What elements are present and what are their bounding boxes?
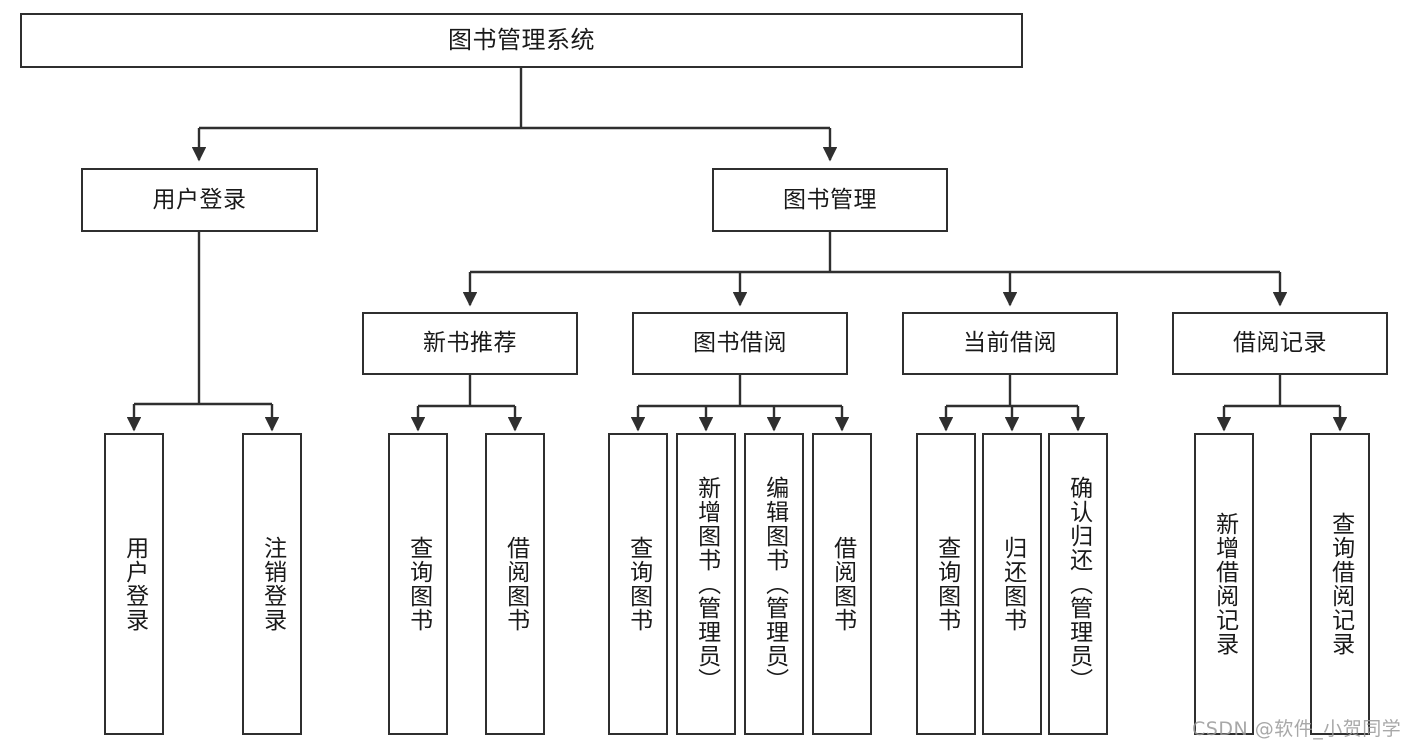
node-label: 用户登录 bbox=[152, 186, 247, 213]
leaf-label: 查询图书 bbox=[625, 536, 652, 632]
leaf-label: 借阅图书 bbox=[829, 536, 856, 632]
leaf-recommend-query-book[interactable]: 查询图书 bbox=[388, 433, 448, 735]
leaf-label: 查询图书 bbox=[933, 536, 960, 632]
leaf-user-logout[interactable]: 注销登录 bbox=[242, 433, 302, 735]
leaf-label: 编辑图书（管理员） bbox=[761, 476, 788, 692]
leaf-label: 用户登录 bbox=[121, 536, 148, 632]
leaf-label: 借阅图书 bbox=[502, 536, 529, 632]
leaf-label: 查询图书 bbox=[405, 536, 432, 632]
node-label: 当前借阅 bbox=[963, 330, 1057, 357]
leaf-borrow-edit-book-admin[interactable]: 编辑图书（管理员） bbox=[744, 433, 804, 735]
leaf-label: 查询借阅记录 bbox=[1327, 512, 1354, 656]
leaf-current-query-book[interactable]: 查询图书 bbox=[916, 433, 976, 735]
node-borrow-record[interactable]: 借阅记录 bbox=[1172, 312, 1388, 375]
leaf-user-login-query[interactable]: 用户登录 bbox=[104, 433, 164, 735]
node-current-borrow[interactable]: 当前借阅 bbox=[902, 312, 1118, 375]
leaf-record-query-record[interactable]: 查询借阅记录 bbox=[1310, 433, 1370, 735]
leaf-label: 新增图书（管理员） bbox=[693, 476, 720, 692]
node-new-book-recommend[interactable]: 新书推荐 bbox=[362, 312, 578, 375]
node-label: 新书推荐 bbox=[423, 330, 517, 357]
leaf-label: 归还图书 bbox=[999, 536, 1026, 632]
leaf-borrow-add-book-admin[interactable]: 新增图书（管理员） bbox=[676, 433, 736, 735]
leaf-current-confirm-return-admin[interactable]: 确认归还（管理员） bbox=[1048, 433, 1108, 735]
node-label: 借阅记录 bbox=[1233, 330, 1327, 357]
leaf-label: 确认归还（管理员） bbox=[1065, 476, 1092, 692]
node-book-management-system[interactable]: 图书管理系统 bbox=[20, 13, 1023, 68]
watermark: CSDN @软件_小贺同学 bbox=[1192, 718, 1402, 740]
node-book-management[interactable]: 图书管理 bbox=[712, 168, 948, 232]
node-book-borrow[interactable]: 图书借阅 bbox=[632, 312, 848, 375]
leaf-borrow-borrow-book[interactable]: 借阅图书 bbox=[812, 433, 872, 735]
leaf-current-return-book[interactable]: 归还图书 bbox=[982, 433, 1042, 735]
leaf-label: 注销登录 bbox=[259, 536, 286, 632]
node-user-login[interactable]: 用户登录 bbox=[81, 168, 318, 232]
node-label: 图书管理系统 bbox=[448, 25, 595, 54]
leaf-borrow-query-book[interactable]: 查询图书 bbox=[608, 433, 668, 735]
leaf-label: 新增借阅记录 bbox=[1211, 512, 1238, 656]
node-label: 图书管理 bbox=[783, 186, 877, 213]
leaf-record-add-record[interactable]: 新增借阅记录 bbox=[1194, 433, 1254, 735]
leaf-recommend-borrow-book[interactable]: 借阅图书 bbox=[485, 433, 545, 735]
node-label: 图书借阅 bbox=[693, 330, 787, 357]
